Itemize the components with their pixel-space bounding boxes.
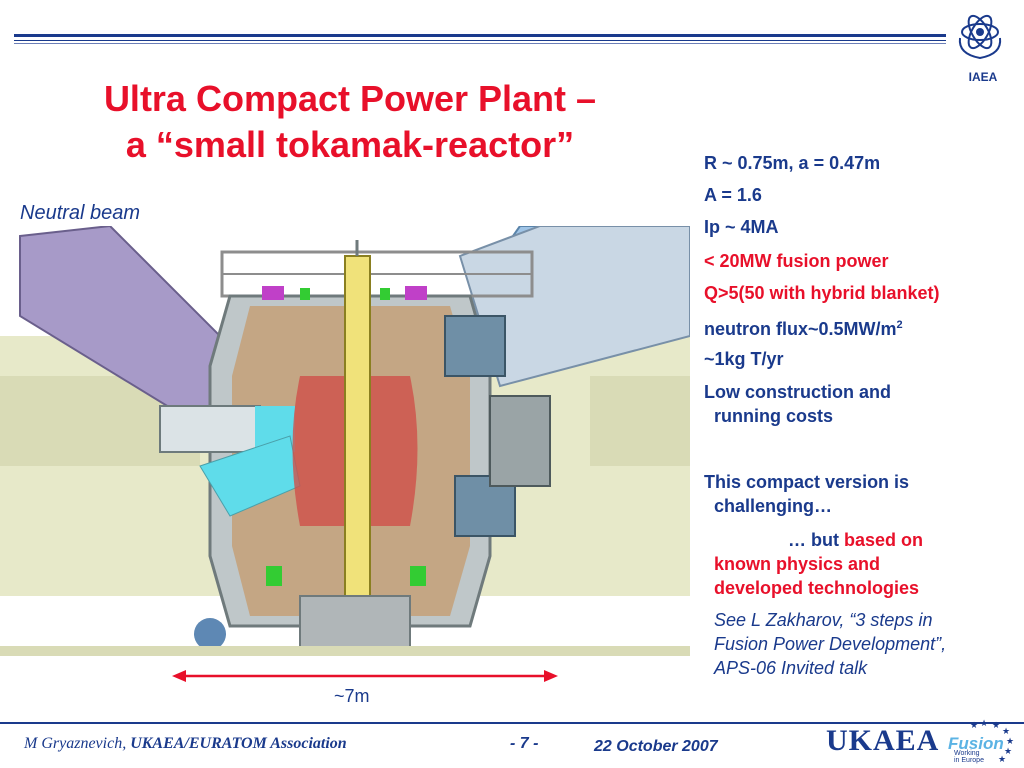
iaea-logo-icon xyxy=(958,14,1002,60)
spec-costs: Low construction and running costs xyxy=(704,382,891,426)
iaea-logo-label: IAEA xyxy=(968,70,998,84)
footer-date: 22 October 2007 xyxy=(594,738,718,755)
svg-text:★: ★ xyxy=(1004,746,1012,756)
svg-text:★: ★ xyxy=(1002,726,1010,736)
pf-coil-3 xyxy=(300,288,310,300)
spec-aspect: A = 1.6 xyxy=(704,185,762,205)
svg-text:★: ★ xyxy=(1006,736,1014,746)
pf-coil-2 xyxy=(405,286,427,300)
fusion-stars-icon: ★ ★ ★ ★ ★ ★ ★ xyxy=(970,718,1014,764)
right-platform xyxy=(590,376,690,466)
header-rule-thin-2 xyxy=(14,43,946,44)
spec-neutron-flux: neutron flux~0.5MW/m2 xyxy=(704,319,903,339)
scale-label: ~7m xyxy=(334,686,370,706)
spec-tritium: ~1kg T/yr xyxy=(704,349,784,369)
neutral-beam-label: Neutral beam xyxy=(20,202,141,224)
spec-fusion-power: < 20MW fusion power xyxy=(704,251,889,271)
equipment-right-1 xyxy=(444,315,506,377)
svg-text:★: ★ xyxy=(980,718,988,728)
footer-author: M Gryaznevich, UKAEA/EURATOM Association xyxy=(24,735,347,752)
pf-coil-1 xyxy=(262,286,284,300)
spec-q: Q>5(50 with hybrid blanket) xyxy=(704,283,940,303)
plasma-left xyxy=(292,376,345,526)
port-box-left xyxy=(159,405,261,453)
spec-reference: See L Zakharov, “3 steps in Fusion Power… xyxy=(714,610,947,678)
tokamak-diagram xyxy=(0,226,690,656)
fusion-logo-text: Fusion xyxy=(948,734,1004,753)
scale-arrow xyxy=(172,670,558,682)
header-rule-thin xyxy=(14,40,946,41)
spec-but: … but based on known physics and develop… xyxy=(714,530,924,598)
pf-coil-6 xyxy=(410,566,426,586)
ukaea-logo: UKAEA xyxy=(826,724,940,757)
header-rule xyxy=(14,34,946,37)
slide-title: Ultra Compact Power Plant – a “small tok… xyxy=(103,78,597,165)
svg-text:★: ★ xyxy=(998,754,1006,764)
svg-text:★: ★ xyxy=(992,720,1000,730)
spec-compact: This compact version is challenging… xyxy=(704,472,910,516)
center-column xyxy=(344,255,371,627)
spec-ip: Ip ~ 4MA xyxy=(704,217,779,237)
spec-r-a: R ~ 0.75m, a = 0.47m xyxy=(704,153,881,173)
page-number: - 7 - xyxy=(510,735,539,752)
bottom-sphere xyxy=(194,618,226,650)
svg-text:★: ★ xyxy=(970,720,978,730)
footer-rule xyxy=(0,722,1024,724)
pf-coil-4 xyxy=(380,288,390,300)
pf-coil-5 xyxy=(266,566,282,586)
plasma-right xyxy=(370,376,418,526)
port-right xyxy=(489,395,551,487)
